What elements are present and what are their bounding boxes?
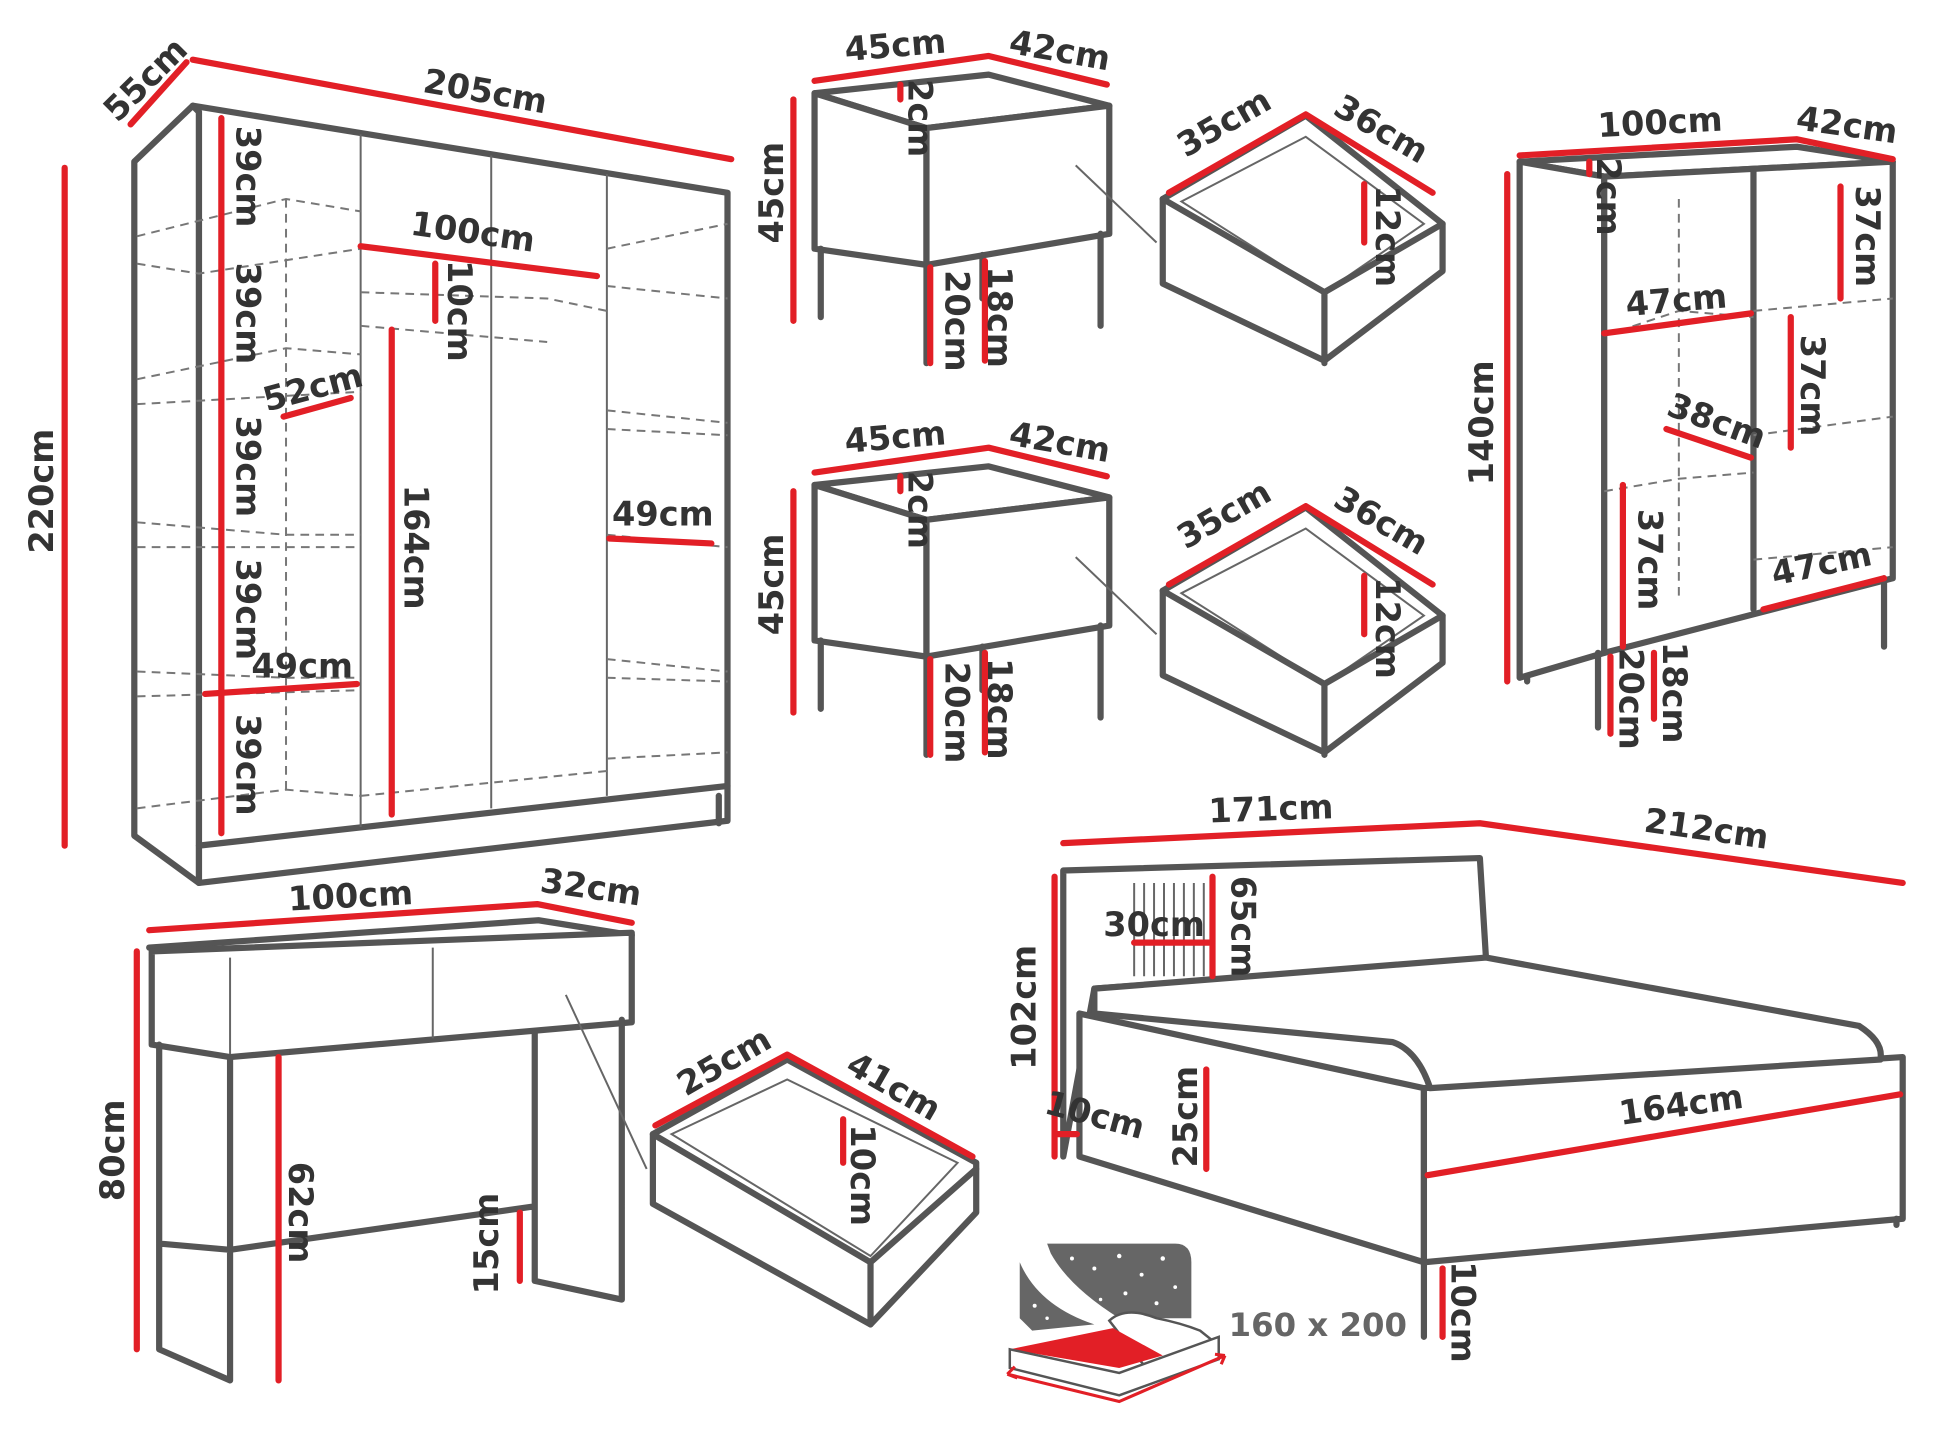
nightstand-leg-label: 20cm	[938, 270, 977, 372]
cabinet-shelf-width-label: 47cm	[1624, 276, 1729, 324]
wardrobe-shelves	[136, 197, 728, 810]
cabinet-left-low-shelf-label: 37cm	[1630, 509, 1669, 611]
nightstand-height-label: 45cm	[752, 142, 791, 244]
nightstand-top-label: 2cm	[900, 471, 939, 549]
console-knee-height-label: 62cm	[281, 1162, 320, 1264]
wardrobe-shelf-height-label: 39cm	[229, 126, 268, 228]
console-bar-height-label: 15cm	[467, 1193, 506, 1295]
nightstand-top-label: 2cm	[900, 79, 939, 157]
nightstand-width-label: 45cm	[843, 21, 948, 69]
cabinet-height-label: 140cm	[1462, 360, 1501, 485]
nightstand-leg-label: 20cm	[938, 662, 977, 764]
bed-frame-height-label: 25cm	[1166, 1066, 1205, 1168]
wardrobe-right-shelf-label: 49cm	[612, 495, 714, 534]
cabinet-width-label: 100cm	[1597, 100, 1724, 145]
nightstand-offset-label: 18cm	[980, 658, 1019, 760]
bed-headboard-height-label: 102cm	[1004, 945, 1043, 1070]
console-height-label: 80cm	[93, 1100, 132, 1202]
drawer-height-label: 12cm	[1368, 185, 1407, 287]
nightstand-depth-label: 42cm	[1006, 22, 1113, 78]
nightstand-1: 45cm 42cm 2cm 45cm 20cm 18cm	[752, 21, 1158, 372]
wardrobe-shelf-height-label: 39cm	[229, 416, 268, 518]
wardrobe-shelf-height-label: 39cm	[229, 263, 268, 365]
bed-panel-height-label: 65cm	[1224, 876, 1263, 978]
wardrobe-shelf-height-label: 39cm	[229, 714, 268, 816]
mattress-size-icon: 160 x 200	[1006, 1243, 1407, 1404]
bed-width-label: 171cm	[1208, 787, 1334, 830]
nightstand-2: 45cm 42cm 2cm 45cm 20cm 18cm	[752, 413, 1158, 764]
wardrobe-rail-gap-label: 10cm	[440, 260, 479, 362]
wardrobe-hanging-height-label: 164cm	[397, 485, 436, 610]
drawer-height-label: 10cm	[843, 1124, 882, 1226]
console-width-label: 100cm	[287, 873, 414, 918]
cabinet-leg-label: 20cm	[1612, 648, 1651, 750]
nightstand-offset-label: 18cm	[980, 266, 1019, 368]
bed-panel-width-label: 30cm	[1103, 905, 1205, 944]
console-drawer: 25cm 41cm 10cm	[649, 1019, 980, 1328]
nightstand-1-drawer: 35cm 36cm 12cm	[1159, 80, 1446, 367]
wardrobe-left-shelf-label: 49cm	[251, 646, 353, 685]
cabinet-top-right-shelf-label: 37cm	[1848, 185, 1887, 287]
cabinet-drawing: 100cm 42cm 2cm 37cm 47cm 37cm 38cm 140cm…	[1462, 98, 1900, 749]
headboard-panel	[1133, 882, 1205, 977]
nightstand-depth-label: 42cm	[1006, 414, 1113, 470]
bed-leg-height-label: 10cm	[1444, 1261, 1483, 1363]
nightstand-2-drawer: 35cm 36cm 12cm	[1159, 472, 1446, 758]
cabinet-right-mid-shelf-label: 37cm	[1793, 335, 1832, 437]
wardrobe-shelf-height-label: 39cm	[229, 559, 268, 661]
wardrobe-drawing: 55cm 205cm 220cm 39cm 39cm 39cm 39cm 39c…	[22, 30, 735, 887]
cabinet-offset-label: 18cm	[1655, 642, 1694, 744]
wardrobe-dimension-lines	[61, 56, 735, 849]
cabinet-top-label: 2cm	[1589, 157, 1628, 235]
drawer-height-label: 12cm	[1368, 577, 1407, 679]
bed-drawing: 171cm 212cm 102cm 30cm 65cm 10cm 25cm 16…	[1004, 787, 1906, 1363]
mattress-size-label: 160 x 200	[1229, 1306, 1407, 1344]
console-drawing: 100cm 32cm 80cm 62cm 15cm	[93, 861, 648, 1384]
nightstand-width-label: 45cm	[843, 413, 948, 461]
nightstand-height-label: 45cm	[752, 534, 791, 636]
wardrobe-height-label: 220cm	[22, 429, 61, 554]
